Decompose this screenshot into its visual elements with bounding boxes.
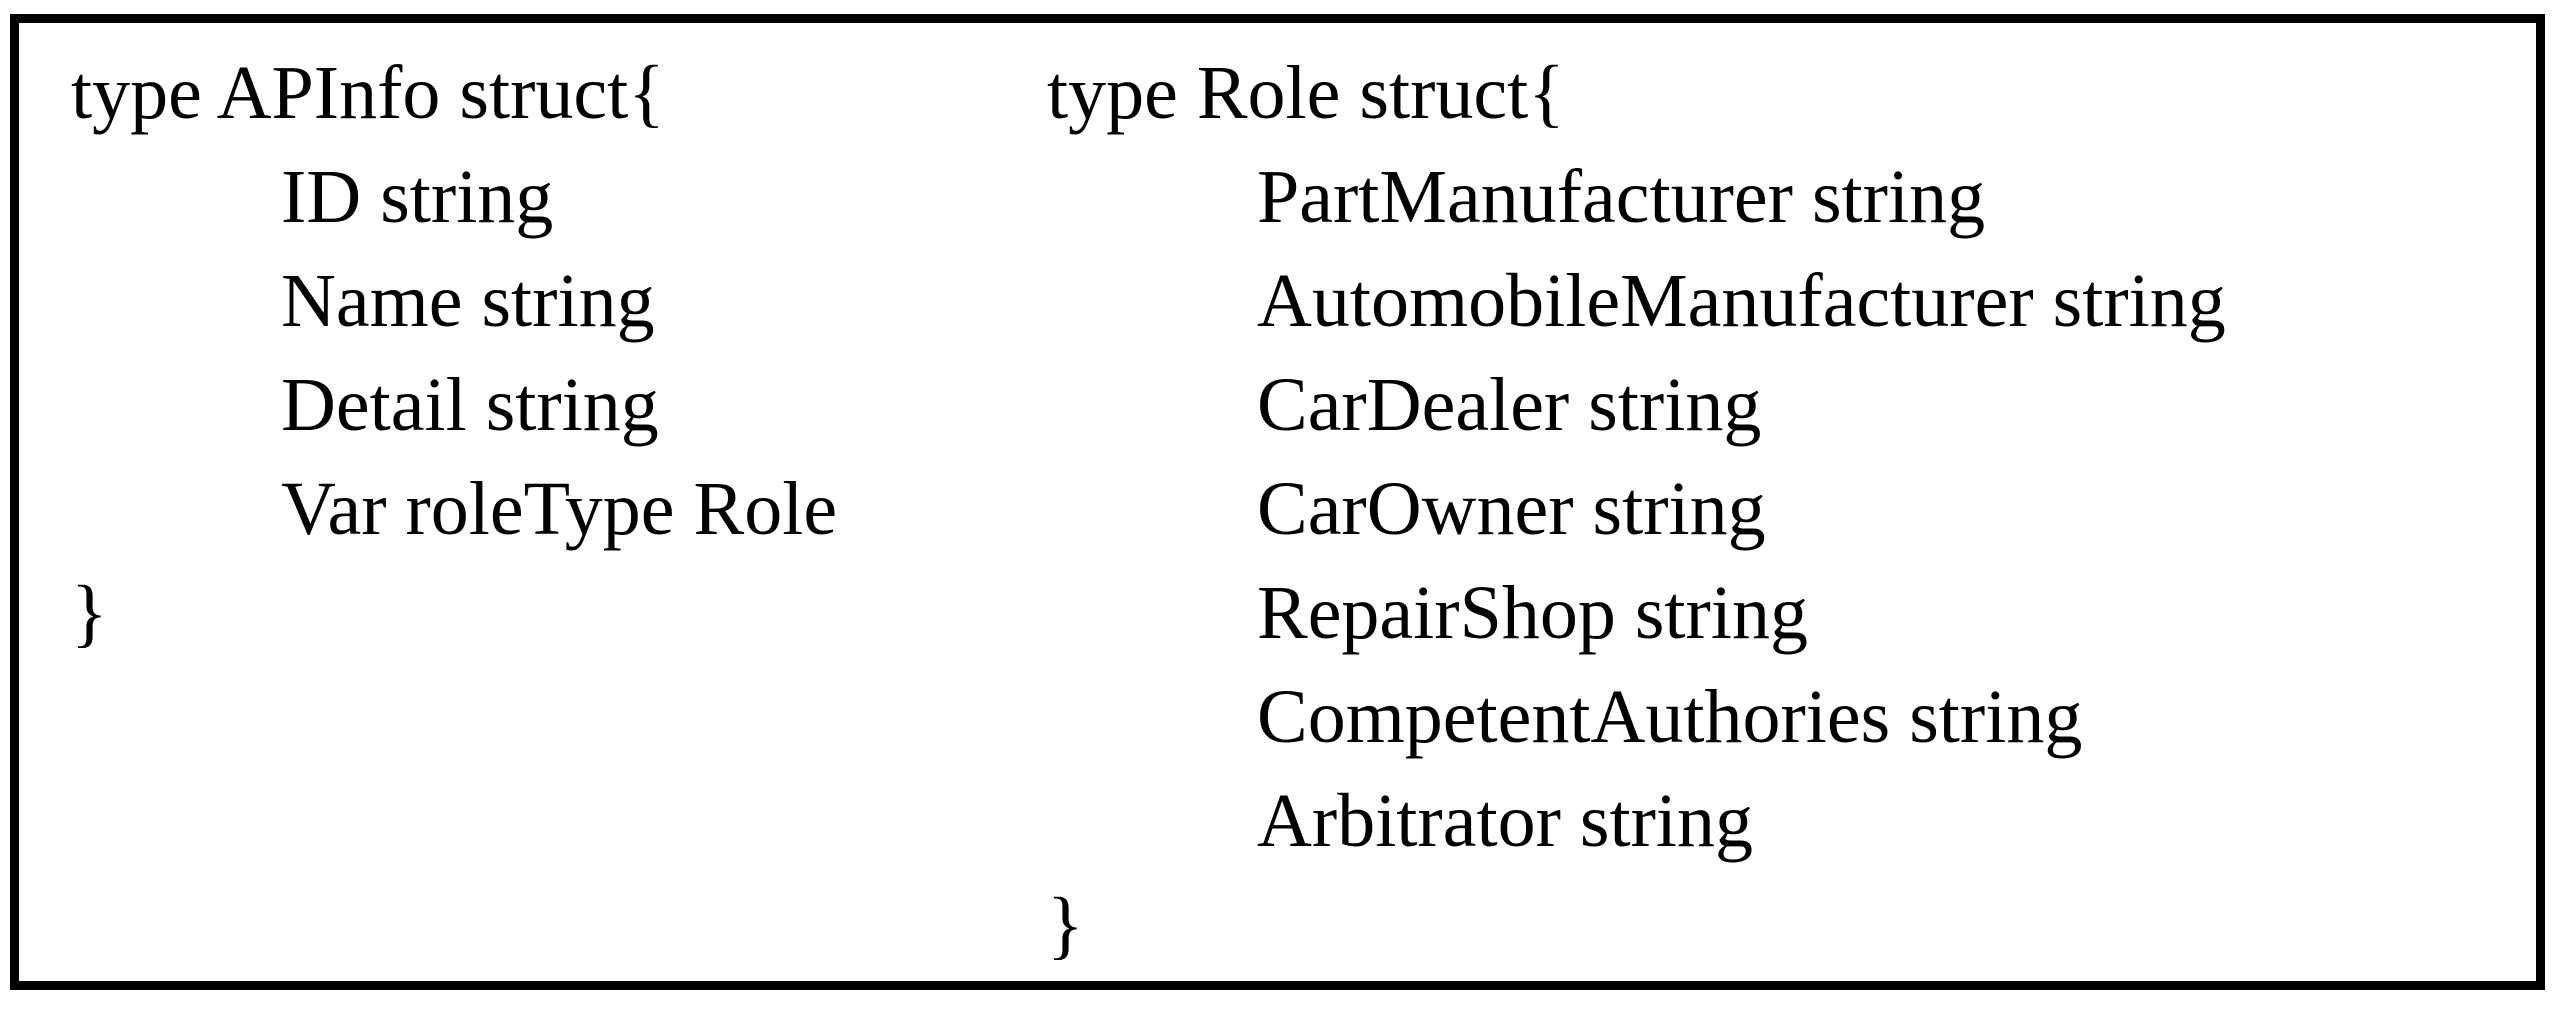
role-closing-brace: } bbox=[1047, 883, 1084, 967]
code-figure-box: type APInfo struct{ ID string Name strin… bbox=[10, 14, 2545, 990]
role-field-competentauthories: CompetentAuthories string bbox=[1257, 675, 2083, 759]
role-field-arbitrator: Arbitrator string bbox=[1257, 779, 1754, 863]
role-field-cardealer: CarDealer string bbox=[1257, 363, 1762, 447]
apinfo-struct-listing: type APInfo struct{ ID string Name strin… bbox=[71, 41, 837, 665]
apinfo-field-id: ID string bbox=[281, 155, 554, 239]
apinfo-field-roletype: Var roleType Role bbox=[281, 467, 838, 551]
apinfo-field-name: Name string bbox=[281, 259, 655, 343]
role-field-partmanufacturer: PartManufacturer string bbox=[1257, 155, 1986, 239]
role-struct-listing: type Role struct{ PartManufacturer strin… bbox=[1047, 41, 2226, 977]
apinfo-closing-brace: } bbox=[71, 571, 108, 655]
apinfo-field-detail: Detail string bbox=[281, 363, 659, 447]
role-field-automobilemanufacturer: AutomobileManufacturer string bbox=[1257, 259, 2226, 343]
role-struct-header: type Role struct{ bbox=[1047, 51, 1565, 135]
role-field-repairshop: RepairShop string bbox=[1257, 571, 1808, 655]
role-field-carowner: CarOwner string bbox=[1257, 467, 1766, 551]
apinfo-struct-header: type APInfo struct{ bbox=[71, 51, 665, 135]
